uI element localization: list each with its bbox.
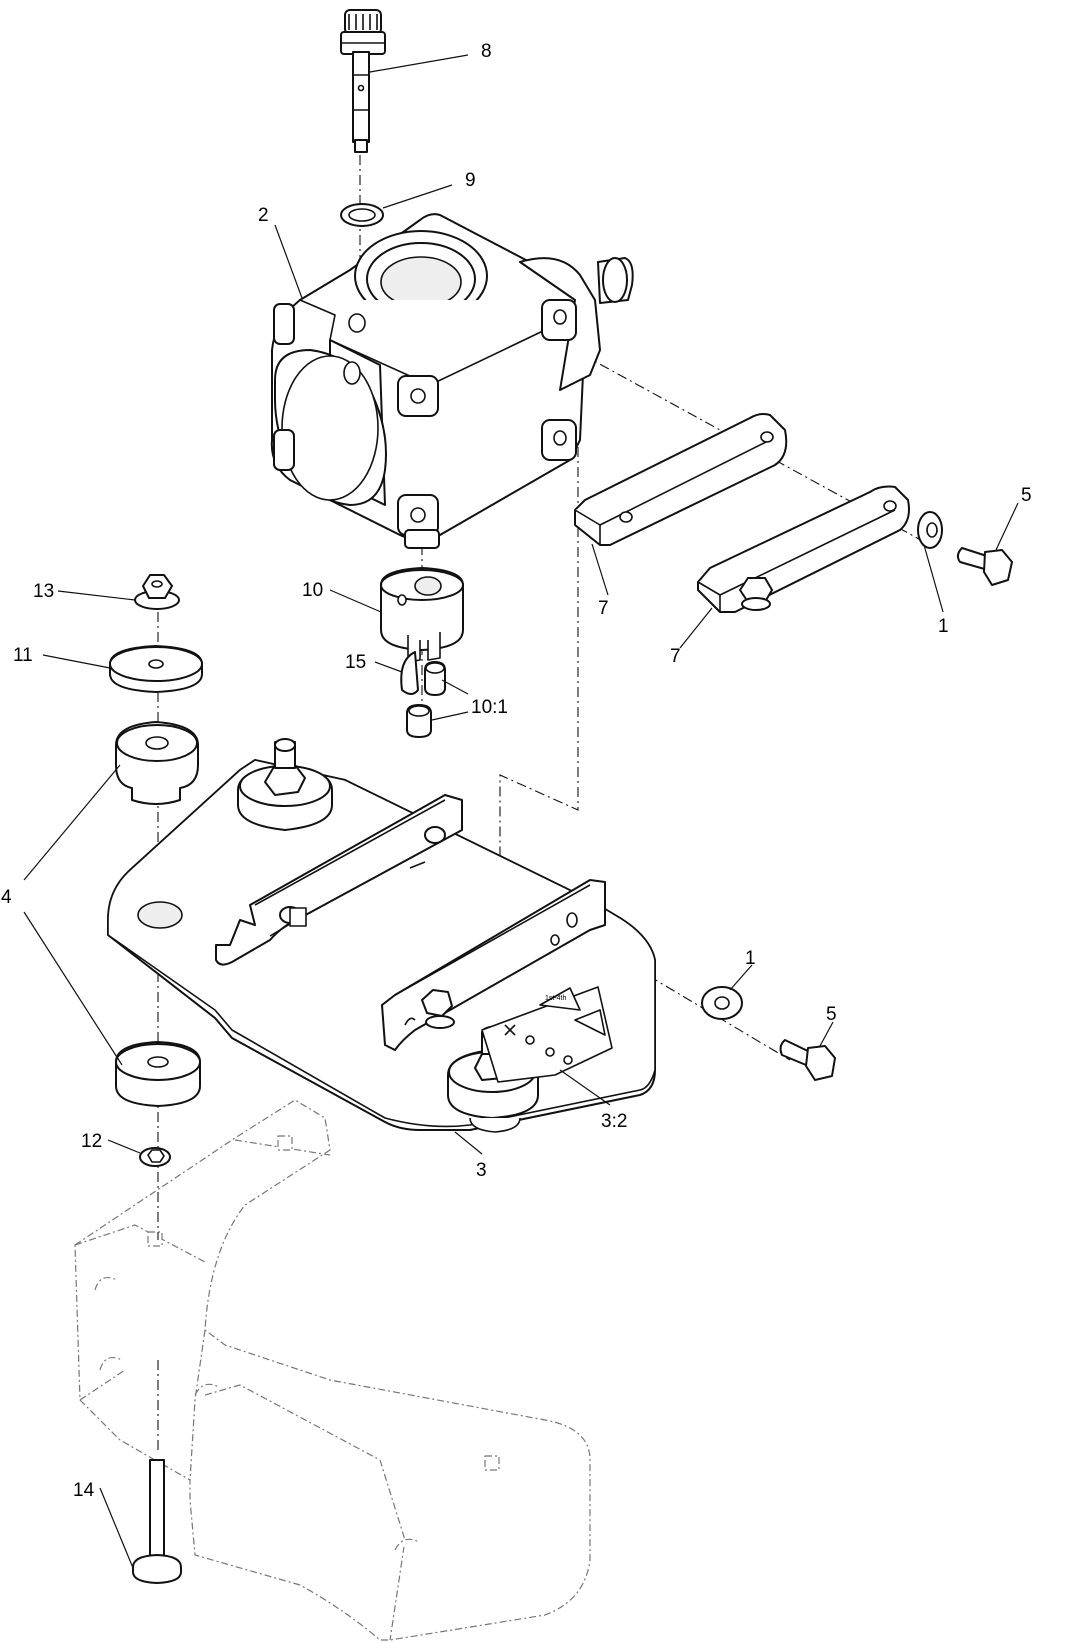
callout-9: 9 <box>465 170 476 191</box>
callout-5-lower: 5 <box>826 1004 837 1025</box>
woodruff-key <box>400 651 419 695</box>
front-bracket <box>697 485 910 613</box>
callout-5-upper: 5 <box>1021 485 1032 506</box>
serrated-washer <box>139 1147 171 1167</box>
callout-8: 8 <box>481 41 492 62</box>
callout-3-2: 3:2 <box>601 1111 627 1132</box>
large-washer <box>109 645 203 693</box>
warning-decal: 1st-4th <box>481 986 613 1083</box>
leader-lines <box>23 54 1019 1569</box>
bolt-upper <box>956 547 1013 586</box>
callout-1-lower: 1 <box>745 948 756 969</box>
callout-15: 15 <box>345 652 366 673</box>
callout-10: 10 <box>302 580 323 601</box>
washer-lower <box>701 986 743 1020</box>
breather-fitting <box>340 9 386 153</box>
lock-nut <box>134 574 180 610</box>
callout-labels: 8 9 2 10 15 10:1 13 11 4 12 14 7 7 1 5 1… <box>1 41 1032 1501</box>
callout-7-front: 7 <box>670 646 681 667</box>
carriage-bolt <box>132 1459 182 1584</box>
callout-1-upper: 1 <box>938 616 949 637</box>
gearbox <box>270 213 634 549</box>
callout-4: 4 <box>1 887 12 908</box>
washer-upper <box>917 511 943 549</box>
callout-11: 11 <box>13 645 33 666</box>
bolt-lower <box>779 1039 836 1081</box>
lower-isolator <box>115 1041 201 1107</box>
callout-7-rear: 7 <box>598 598 609 619</box>
set-screws <box>406 661 446 738</box>
coupler-hub <box>380 567 464 663</box>
decal-caption: 1st-4th <box>545 995 567 1002</box>
rear-bracket <box>574 413 788 546</box>
callout-14: 14 <box>73 1480 95 1501</box>
callout-13: 13 <box>33 581 54 602</box>
callout-10-1: 10:1 <box>471 697 508 718</box>
mower-deck-phantom <box>74 1099 591 1641</box>
callout-3: 3 <box>476 1160 487 1181</box>
o-ring <box>340 203 384 227</box>
callout-2: 2 <box>258 205 269 226</box>
callout-12: 12 <box>81 1131 102 1152</box>
upper-isolator <box>115 721 199 805</box>
